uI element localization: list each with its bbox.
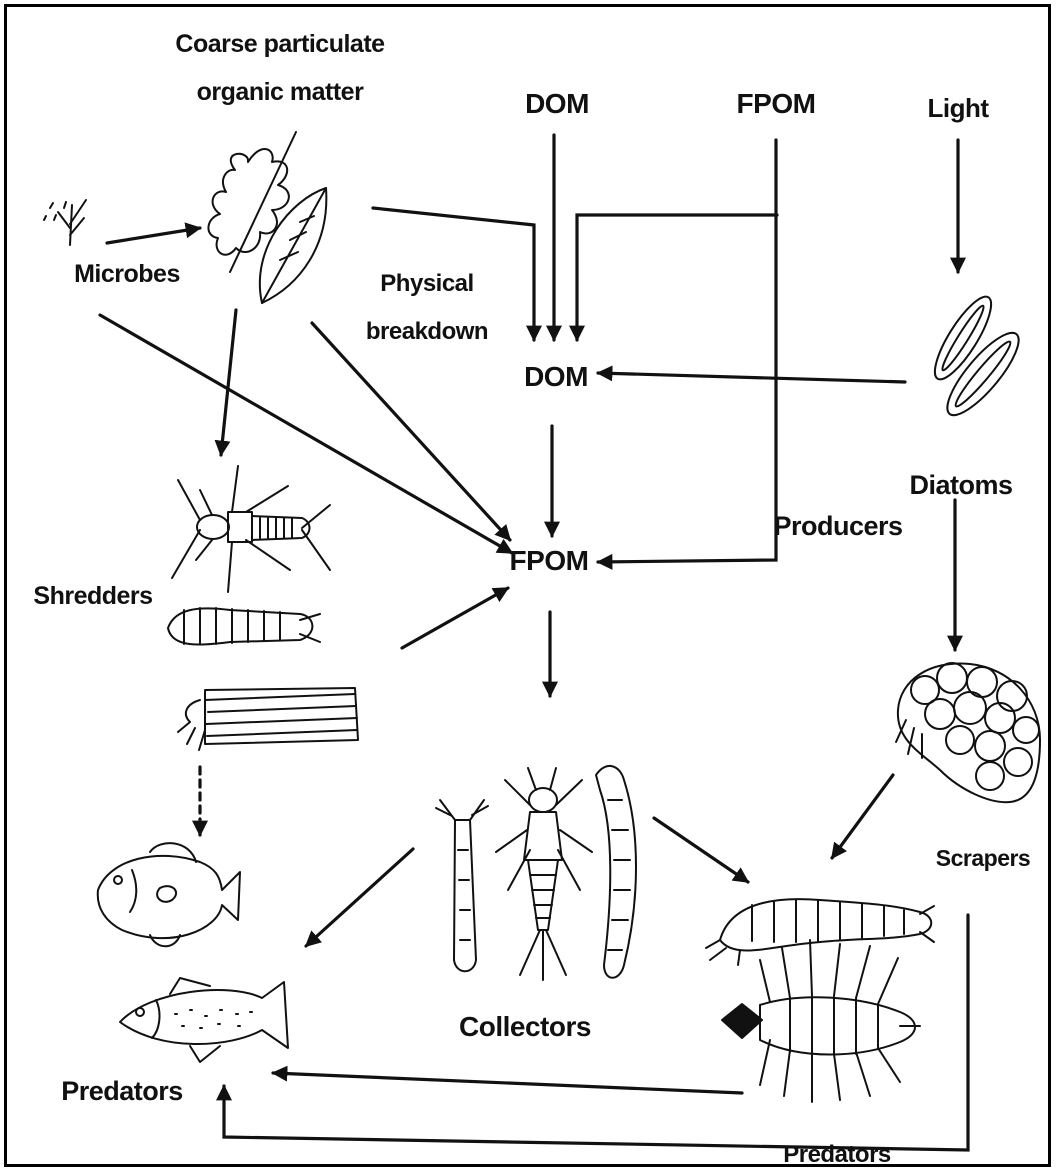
beetle-larva-icon (722, 940, 920, 1102)
microbe-icon (44, 200, 86, 245)
diatoms-label: Diatoms (909, 470, 1012, 500)
arrow-collectors-to-predators-right (654, 818, 748, 882)
fpom-top-label: FPOM (737, 88, 816, 119)
diatom-icon (926, 290, 1029, 424)
arrow-collectors-to-predators-left (306, 849, 413, 946)
arrow-diatoms-to-dom (598, 373, 905, 382)
arrow-fpom-top-to-fpom (598, 140, 776, 562)
arrow-predators-right-to-left (273, 1073, 742, 1093)
sunfish-icon (98, 843, 240, 946)
arrow-scrapers-to-predators-right (832, 775, 893, 858)
leaf-icon (208, 132, 326, 303)
scrapers-label: Scrapers (936, 845, 1030, 871)
fpom-mid-label: FPOM (510, 545, 589, 576)
caddis-case-icon (178, 688, 358, 750)
physical-breakdown-line1: Physical (380, 270, 473, 297)
light-label: Light (927, 93, 989, 123)
physical-breakdown-line2: breakdown (366, 318, 488, 345)
mayfly-nymph-icon (496, 768, 592, 980)
arrow-microbes-to-cpom (107, 228, 200, 243)
cpom-label-line2: organic matter (197, 78, 364, 106)
snail-case-icon (896, 663, 1040, 802)
stonefly-nymph-icon (172, 466, 330, 592)
trout-icon (120, 978, 288, 1062)
midge-larva-icon (596, 766, 636, 978)
dom-top-label: DOM (525, 88, 589, 119)
predators-right-label: Predators (783, 1141, 891, 1168)
arrow-shredders-to-fpom (402, 588, 508, 648)
dobsonfly-larva-icon (706, 899, 934, 965)
collectors-label: Collectors (459, 1011, 591, 1042)
larva-icon (168, 608, 320, 645)
arrow-microbes-to-fpom (100, 315, 512, 553)
arrow-cpom-to-fpom (312, 323, 510, 540)
arrow-cpom-to-shredders (221, 310, 236, 455)
dom-mid-label: DOM (524, 361, 588, 392)
predators-left-label: Predators (61, 1076, 183, 1106)
cpom-label-line1: Coarse particulate (175, 30, 385, 58)
blackfly-larva-icon (436, 800, 488, 971)
producers-label: Producers (773, 511, 902, 541)
shredders-label: Shredders (33, 582, 152, 610)
arrow-fpom-top-to-dom (577, 215, 777, 340)
microbes-label: Microbes (74, 260, 180, 288)
